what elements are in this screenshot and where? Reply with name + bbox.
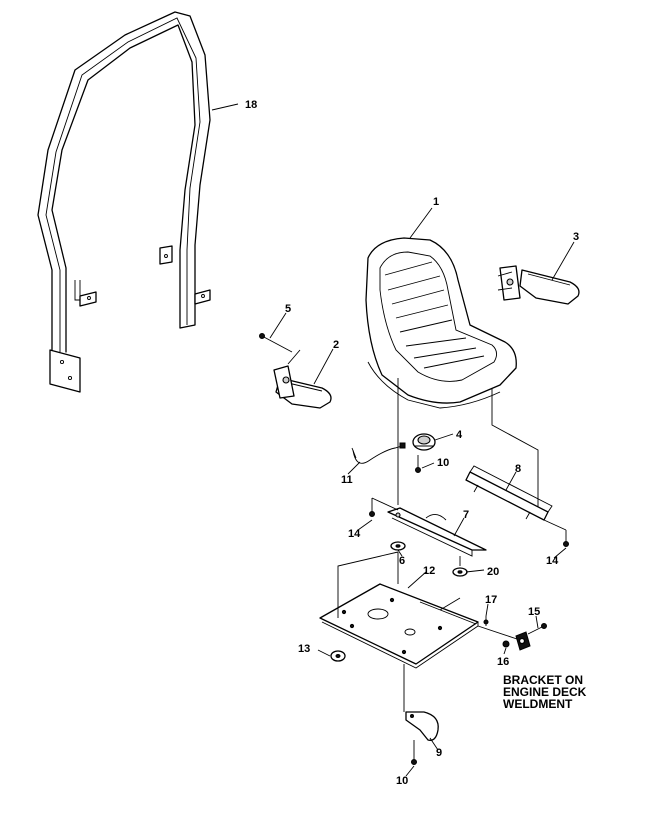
callout-11: 11 [341, 474, 353, 486]
seat-slide-8 [465, 465, 553, 521]
roll-bar [37, 11, 211, 393]
nut-16 [502, 640, 510, 648]
callout-4: 4 [456, 429, 463, 441]
seat-base-plate [319, 551, 479, 669]
seat [365, 237, 539, 515]
callout-12: 12 [423, 565, 435, 577]
screw-10-top [415, 455, 421, 473]
washer-6 [390, 541, 406, 551]
callout-10-bottom: 10 [396, 775, 408, 787]
callout-14-left: 14 [348, 528, 361, 540]
engine-deck-bracket [515, 631, 531, 651]
callout-14-right: 14 [546, 555, 559, 567]
callout-1: 1 [433, 196, 439, 208]
callout-3: 3 [573, 231, 579, 243]
note-line-2: ENGINE DECK [503, 685, 587, 699]
leader-lines [211, 103, 575, 777]
screw-10-bottom [411, 740, 417, 765]
armrest-left [273, 349, 332, 409]
screw-14-right [543, 519, 569, 547]
washer-20 [452, 567, 468, 577]
callout-9: 9 [436, 747, 442, 759]
callout-10-top: 10 [437, 457, 449, 469]
callout-8: 8 [515, 463, 521, 475]
callout-20: 20 [487, 566, 499, 578]
seat-switch [412, 433, 436, 451]
nut-13 [330, 650, 346, 662]
callout-18: 18 [245, 99, 257, 111]
callout-13: 13 [298, 643, 310, 655]
callout-7: 7 [463, 509, 469, 521]
callout-2: 2 [333, 339, 339, 351]
armrest-right [497, 265, 580, 305]
screw-5 [259, 333, 293, 353]
screw-14-left [369, 497, 399, 517]
callout-16: 16 [497, 656, 509, 668]
bolt-15 [527, 623, 547, 635]
hinge-9 [403, 664, 439, 741]
note-line-3: WELDMENT [503, 697, 573, 711]
callout-15: 15 [528, 606, 540, 618]
callout-17: 17 [485, 594, 497, 606]
callout-5: 5 [285, 303, 291, 315]
seat-slide-7 [387, 507, 487, 566]
callout-6: 6 [399, 555, 405, 567]
note-line-1: BRACKET ON [503, 673, 583, 687]
wire-harness [351, 442, 406, 464]
spacer-17 [477, 616, 521, 641]
